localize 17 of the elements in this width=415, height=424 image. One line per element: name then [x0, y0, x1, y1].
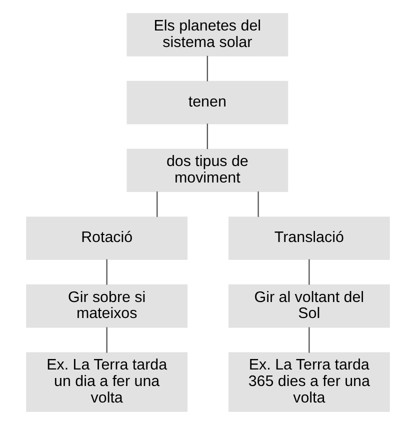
connector [106, 326, 107, 352]
node-box: Gir sobre si mateixos [26, 284, 188, 328]
node-box: Gir al voltant del Sol [228, 284, 390, 328]
connector [106, 258, 107, 284]
connector [308, 326, 310, 352]
connector [308, 258, 310, 284]
node-box: dos tipus de moviment [126, 148, 288, 192]
connector [156, 190, 158, 216]
connector [257, 190, 258, 216]
connector [206, 55, 208, 81]
node-box: Ex. La Terra tarda 365 dies a fer una volta [228, 352, 390, 412]
node-box: tenen [126, 80, 288, 124]
connector [206, 123, 208, 149]
node-box: Els planetes del sistema solar [126, 12, 288, 56]
node-box: Translació [228, 216, 390, 260]
node-box: Ex. La Terra tarda un dia a fer una volta [26, 352, 188, 412]
node-box: Rotació [26, 216, 188, 260]
